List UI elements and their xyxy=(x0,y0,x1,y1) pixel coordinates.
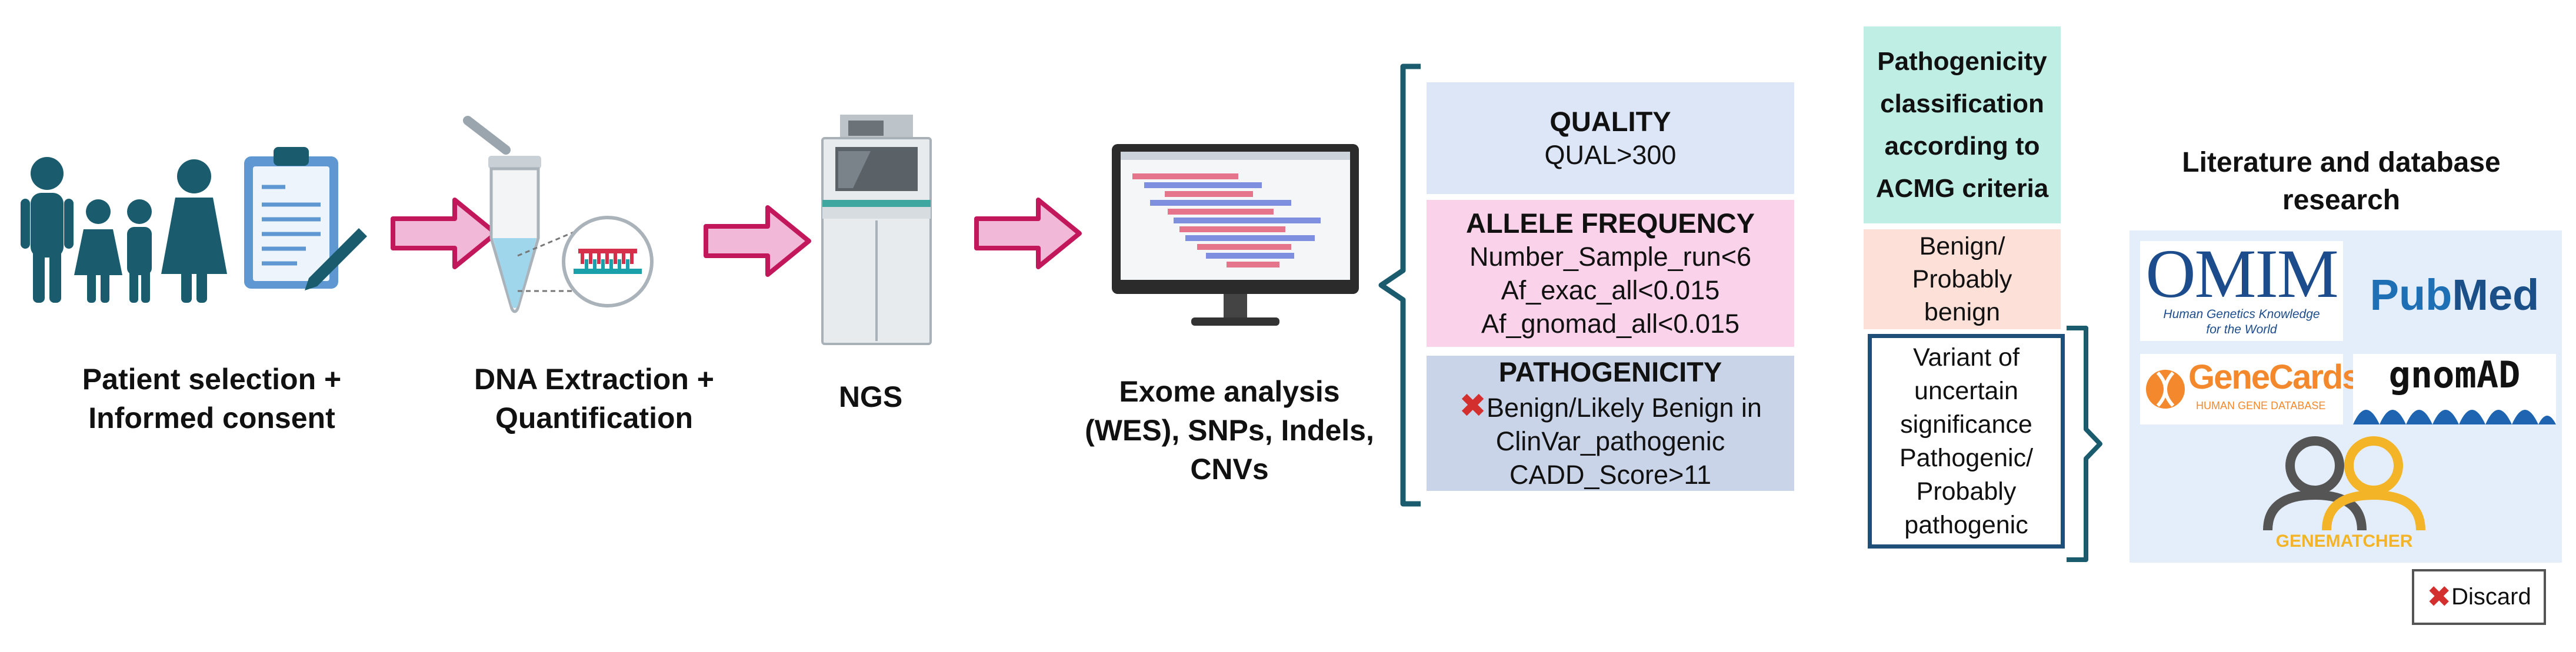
omim-tagline: Human Genetics Knowledge xyxy=(2163,307,2320,321)
discard-legend: ✖Discard xyxy=(2412,569,2546,625)
genematcher-wordmark: GENEMATCHER xyxy=(2275,531,2413,551)
allele-frequency-line: Af_gnomad_all<0.015 xyxy=(1481,309,1740,339)
allele-frequency-line: Af_exac_all<0.015 xyxy=(1501,275,1720,305)
discard-legend-label: Discard xyxy=(2451,584,2531,610)
stage-label-patient-selection: Patient selection + Informed consent xyxy=(35,360,388,437)
label-line: CNVs xyxy=(1190,453,1269,486)
dna-helix-icon xyxy=(2146,370,2185,409)
acmg-line: Pathogenicity xyxy=(1877,46,2047,76)
research-logos-panel: OMIM Human Genetics Knowledge for the Wo… xyxy=(2130,230,2562,563)
allele-frequency-title: ALLELE FREQUENCY xyxy=(1466,208,1755,239)
acmg-header-box: Pathogenicity classification according t… xyxy=(1864,26,2061,223)
vus-line: pathogenic xyxy=(1904,510,2028,539)
pathogenicity-line: ✖Benign/Likely Benign in xyxy=(1459,389,1762,424)
genecards-tagline: HUMAN GENE DATABASE xyxy=(2196,400,2326,412)
discard-x-icon: ✖ xyxy=(1459,387,1487,424)
monitor-icon xyxy=(1112,144,1359,326)
clipboard-icon xyxy=(244,147,367,290)
flow-arrow-1 xyxy=(391,198,498,269)
benign-class-box: Benign/ Probably benign xyxy=(1864,229,2061,329)
label-line: Exome analysis xyxy=(1119,375,1340,408)
vus-pathogenic-class-box: Variant of uncertain significance Pathog… xyxy=(1868,334,2065,549)
allele-frequency-filter-box: ALLELE FREQUENCY Number_Sample_run<6 Af_… xyxy=(1427,200,1794,347)
stage-label-ngs: NGS xyxy=(812,377,929,416)
quality-filter-box: QUALITY QUAL>300 xyxy=(1427,82,1794,194)
pathogenicity-line: CADD_Score>11 xyxy=(1509,460,1712,490)
pathogenicity-title: PATHOGENICITY xyxy=(1498,356,1722,387)
sequencer-icon xyxy=(821,115,932,345)
pubmed-part: Med xyxy=(2452,270,2540,319)
pubmed-logo: PubMed xyxy=(2353,263,2556,327)
family-icon xyxy=(21,157,227,303)
omim-logo: OMIM Human Genetics Knowledge for the Wo… xyxy=(2140,235,2343,341)
gnomad-wordmark: gnomAD xyxy=(2388,353,2521,396)
genecards-logo: GeneCards HUMAN GENE DATABASE xyxy=(2140,354,2361,424)
research-title-line: research xyxy=(2282,185,2401,216)
research-brace xyxy=(2067,326,2102,562)
stage-label-exome-analysis: Exome analysis (WES), SNPs, Indels, CNVs xyxy=(1053,372,1406,489)
flow-arrow-2 xyxy=(704,205,811,277)
vus-line: Probably xyxy=(1916,477,2017,506)
pubmed-part: Pub xyxy=(2370,270,2452,319)
label-line: NGS xyxy=(838,380,903,413)
gnomad-logo: gnomAD xyxy=(2353,354,2556,424)
flow-arrow-3 xyxy=(974,198,1082,269)
pathogenicity-line-text: Benign/Likely Benign in xyxy=(1487,393,1762,423)
label-line: DNA Extraction + xyxy=(474,363,714,396)
vus-line: uncertain xyxy=(1914,376,2018,405)
omim-tagline: for the World xyxy=(2206,323,2277,336)
vus-line: Variant of xyxy=(1913,343,2020,372)
benign-line: Probably xyxy=(1912,265,2012,293)
label-line: Informed consent xyxy=(88,402,335,434)
genecards-wordmark: GeneCards xyxy=(2188,358,2361,396)
dna-tube-icon xyxy=(463,116,654,313)
quality-line: QUAL>300 xyxy=(1544,140,1677,170)
filters-brace xyxy=(1378,63,1421,507)
label-line: Quantification xyxy=(495,402,694,434)
pathogenicity-filter-box: PATHOGENICITY ✖Benign/Likely Benign in C… xyxy=(1427,356,1794,491)
acmg-line: ACMG criteria xyxy=(1875,173,2049,203)
omim-wordmark: OMIM xyxy=(2145,235,2338,312)
allele-frequency-line: Number_Sample_run<6 xyxy=(1469,242,1752,272)
gnomad-waves-icon xyxy=(2353,410,2556,424)
vus-line: significance xyxy=(1900,410,2032,439)
acmg-line: according to xyxy=(1884,131,2040,161)
genematcher-people-icon xyxy=(2263,436,2425,531)
stage-label-dna-extraction: DNA Extraction + Quantification xyxy=(412,360,777,437)
pathogenicity-line: ClinVar_pathogenic xyxy=(1495,426,1725,456)
research-title: Literature and database research xyxy=(2118,144,2565,219)
discard-x-icon: ✖ xyxy=(2427,580,2452,613)
research-title-line: Literature and database xyxy=(2182,147,2501,178)
benign-line: benign xyxy=(1924,298,2001,326)
quality-title: QUALITY xyxy=(1549,106,1671,137)
label-line: Patient selection + xyxy=(82,363,342,396)
acmg-line: classification xyxy=(1880,89,2044,118)
label-line: (WES), SNPs, Indels, xyxy=(1085,414,1374,447)
vus-line: Pathogenic/ xyxy=(1899,443,2034,472)
benign-line: Benign/ xyxy=(1919,232,2005,260)
